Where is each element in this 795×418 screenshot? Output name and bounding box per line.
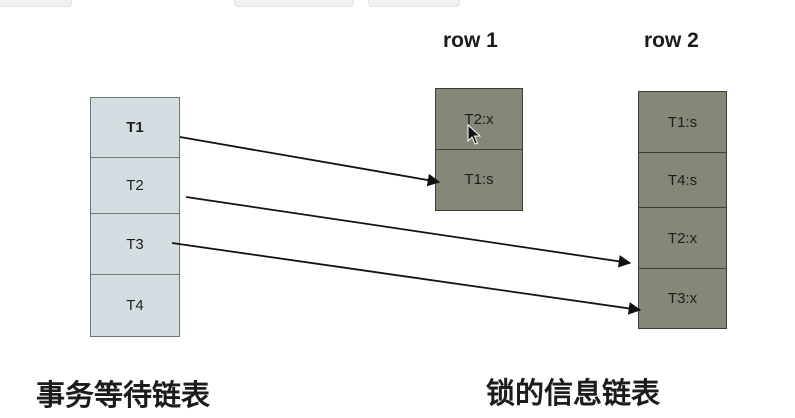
transaction-wait-list: T1 T2 T3 T4 [90, 97, 180, 337]
arrow-t3-to-row2-t3x [171, 242, 642, 315]
lock-list-row1: T2:x T1:s [435, 88, 523, 211]
mouse-pointer-icon [467, 124, 481, 145]
top-tab-stub [368, 0, 460, 7]
lock-cell-row2-t4s: T4:s [638, 151, 727, 209]
lock-chain-caption: 锁的信息链表 [486, 378, 661, 410]
transaction-cell-t1: T1 [90, 97, 180, 158]
lock-cell-row1-t1s: T1:s [435, 148, 523, 211]
top-tab-stub [0, 0, 72, 7]
lock-cell-row1-t2x: T2:x [435, 88, 523, 150]
row2-header: row 2 [644, 29, 699, 52]
arrow-t2-to-row2-t2x [185, 196, 632, 268]
transaction-cell-t2: T2 [90, 156, 180, 215]
lock-cell-row2-t3x: T3:x [638, 267, 727, 329]
lock-cell-row2-t2x: T2:x [638, 207, 727, 269]
transaction-cell-t4: T4 [90, 273, 180, 337]
arrow-t1-to-row1-t1s [179, 136, 441, 187]
transaction-chain-caption: 事务等待链表 [36, 380, 211, 412]
top-tab-stub [234, 0, 354, 7]
row1-header: row 1 [443, 29, 498, 52]
lock-list-row2: T1:s T4:s T2:x T3:x [638, 91, 727, 329]
